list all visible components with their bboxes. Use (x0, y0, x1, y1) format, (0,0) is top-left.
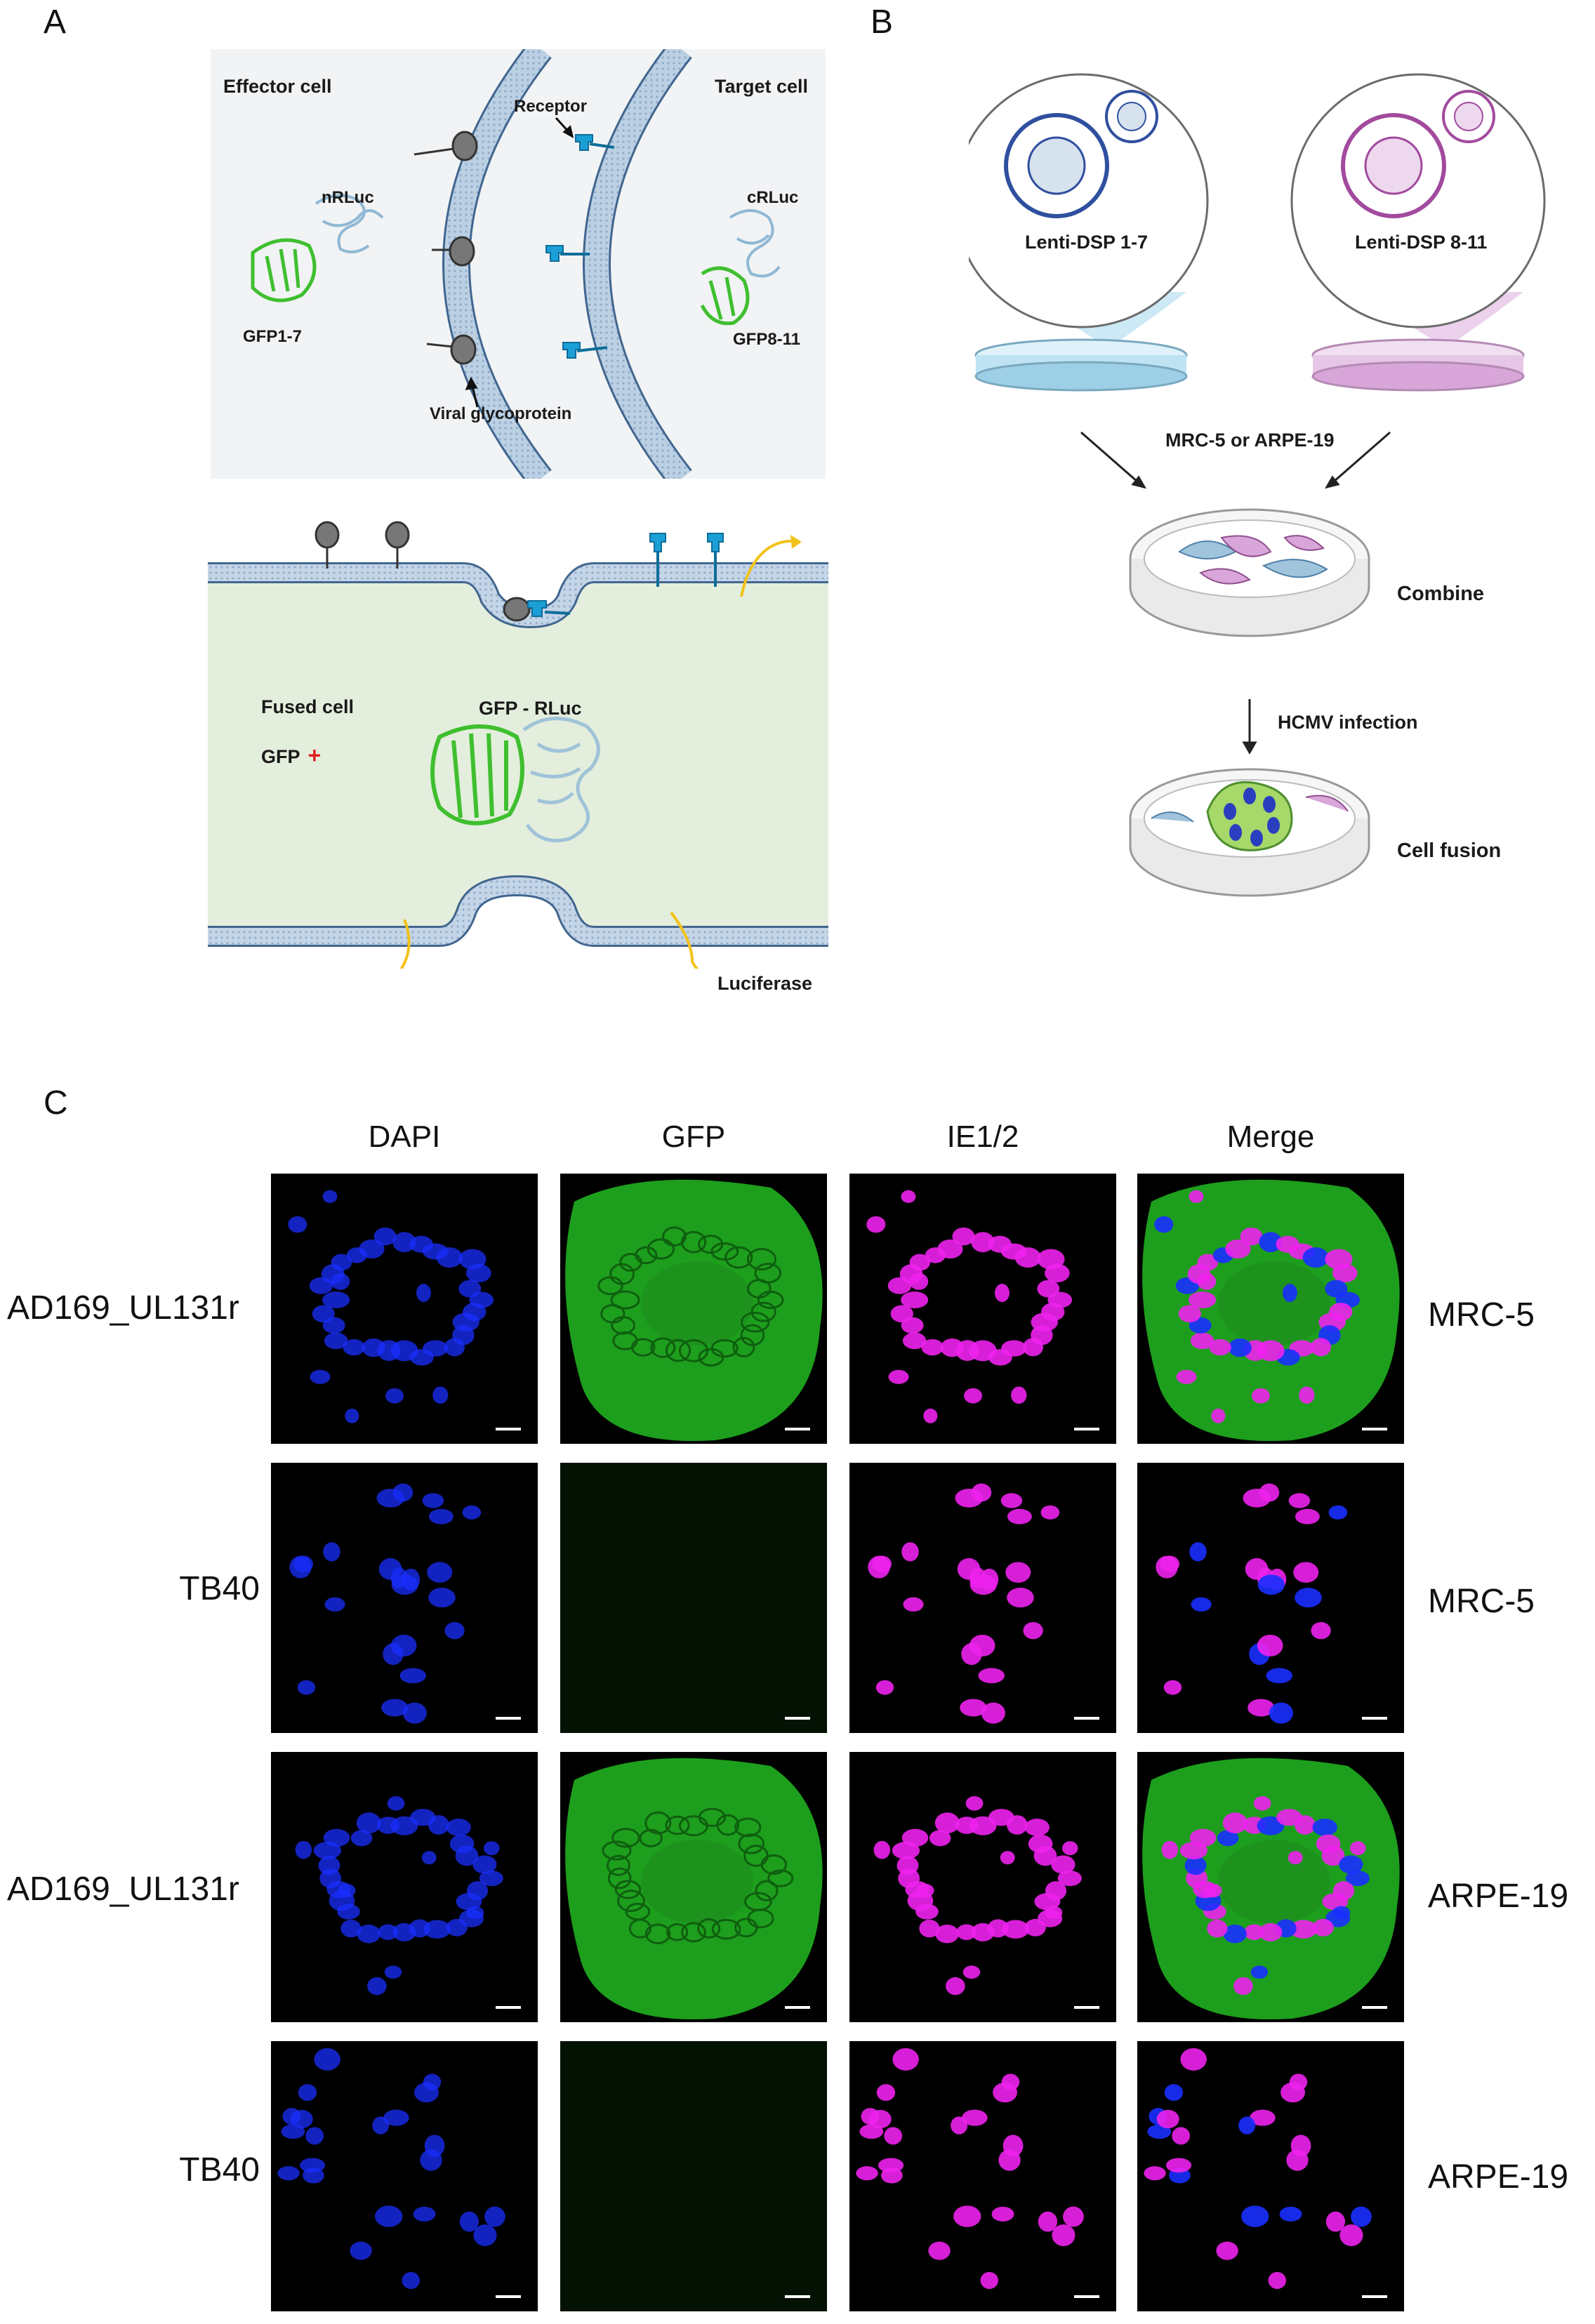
mixed-cells-icon (1178, 535, 1328, 585)
micrograph-merge-row-1 (1137, 1174, 1404, 1444)
luciferase-arrowheads (790, 535, 802, 549)
nrluc-protein-icon (315, 194, 384, 253)
lenti-8-11-label: Lenti-DSP 8-11 (1355, 232, 1488, 253)
glycoprotein-icon (413, 131, 478, 365)
gfp-rluc-label: GFP - RLuc (479, 698, 582, 719)
gfp-positive-text: GFP (261, 746, 300, 767)
row-label-virus-4: TB40 (179, 2151, 260, 2189)
micrograph-ie12-row-1 (849, 1174, 1116, 1444)
micrograph-dapi-row-3 (271, 1752, 538, 2022)
micrograph-merge-row-4 (1137, 2041, 1404, 2311)
gfp-positive-label: GFP + (261, 743, 321, 769)
effector-cell-label: Effector cell (223, 76, 332, 97)
micrograph-merge-row-2 (1137, 1463, 1404, 1733)
micrograph-dapi-row-2 (271, 1463, 538, 1733)
lenti-1-7-label: Lenti-DSP 1-7 (1025, 232, 1149, 253)
gfp-rluc-complex-icon (430, 717, 600, 842)
micrograph-dapi-row-1 (271, 1174, 538, 1444)
row-label-cell-2: MRC-5 (1428, 1583, 1535, 1620)
row-label-virus-2: TB40 (179, 1570, 260, 1607)
receptor-label: Receptor (514, 97, 588, 116)
micrograph-ie12-row-4 (849, 2041, 1116, 2311)
panel-b-diagram (969, 73, 1546, 897)
cell-lines-label: MRC-5 or ARPE-19 (1165, 430, 1335, 451)
gfp8-11-label: GFP8-11 (733, 330, 801, 349)
glycoprotein-icon (315, 521, 531, 622)
target-membrane (585, 49, 691, 479)
micrograph-gfp-row-1 (560, 1174, 827, 1444)
lentivirus-8-11-icon (1341, 113, 1446, 218)
right-bubble (1290, 73, 1546, 328)
luciferase-label: Luciferase (717, 973, 813, 994)
nrluc-label: nRLuc (322, 188, 374, 207)
row-label-virus-1: AD169_UL131r (7, 1289, 239, 1327)
column-header-ie12: IE1/2 (946, 1120, 1019, 1154)
micrograph-gfp-row-4 (560, 2041, 827, 2311)
panel-a-fused-cell-diagram (208, 521, 828, 969)
row-label-cell-4: ARPE-19 (1428, 2158, 1569, 2196)
gfp1-7-label: GFP1-7 (243, 327, 303, 346)
cell-fusion-label: Cell fusion (1397, 839, 1502, 862)
micrograph-gfp-row-3 (560, 1752, 827, 2022)
syncytium-nuclei (1224, 788, 1280, 846)
combine-arrows (1080, 431, 1391, 489)
column-header-dapi: DAPI (368, 1120, 441, 1154)
column-header-gfp: GFP (661, 1120, 726, 1154)
crluc-protein-icon (729, 209, 781, 278)
panel-letter-b: B (871, 4, 894, 41)
panel-letter-a: A (44, 4, 67, 41)
receptor-icon (527, 533, 724, 617)
infection-arrow (1242, 699, 1257, 755)
positive-sign: + (307, 743, 322, 768)
micrograph-ie12-row-2 (849, 1463, 1116, 1733)
target-cell-label: Target cell (715, 76, 809, 97)
micrograph-merge-row-3 (1137, 1752, 1404, 2022)
lentivirus-1-7-icon (1004, 113, 1109, 218)
combine-label: Combine (1397, 583, 1485, 605)
row-label-cell-3: ARPE-19 (1428, 1878, 1569, 1915)
micrograph-gfp-row-2 (560, 1463, 827, 1733)
panel-a-top-diagram (251, 49, 781, 479)
receptor-icon (545, 134, 615, 359)
pointer-arrows (465, 117, 574, 408)
fused-cell-label: Fused cell (261, 696, 355, 717)
micrograph-dapi-row-4 (271, 2041, 538, 2311)
gfp-fragment-1-7-icon (251, 238, 317, 303)
viral-glycoprotein-label: Viral glycoprotein (430, 404, 572, 423)
gfp-fragment-8-11-icon (700, 266, 750, 326)
crluc-label: cRLuc (747, 188, 799, 207)
panel-letter-c: C (44, 1084, 68, 1122)
hcmv-infection-label: HCMV infection (1278, 712, 1418, 733)
column-header-merge: Merge (1226, 1120, 1315, 1154)
fused-cell-cytoplasm (208, 573, 828, 936)
row-label-cell-1: MRC-5 (1428, 1296, 1535, 1334)
row-label-virus-3: AD169_UL131r (7, 1871, 239, 1908)
luciferase-arrow-icon (399, 540, 798, 969)
micrograph-ie12-row-3 (849, 1752, 1116, 2022)
left-bubble (969, 73, 1209, 328)
